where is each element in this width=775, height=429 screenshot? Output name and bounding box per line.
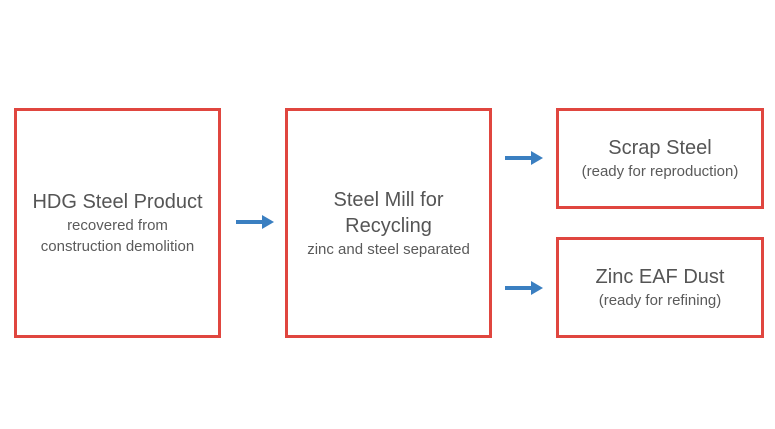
node-steel-mill: Steel Mill for Recycling zinc and steel … bbox=[285, 108, 492, 338]
arrow-right-icon bbox=[505, 281, 543, 295]
arrow-right-icon bbox=[505, 151, 543, 165]
arrow-shaft bbox=[236, 220, 264, 224]
node-zinc-title: Zinc EAF Dust bbox=[595, 266, 725, 288]
arrow-right-icon bbox=[236, 215, 274, 229]
node-scrap-subtitle: (ready for reproduction) bbox=[581, 163, 739, 180]
arrow-shaft bbox=[505, 286, 533, 290]
node-hdg-subtitle: recovered from construction demolition bbox=[40, 217, 195, 255]
arrow-head bbox=[531, 281, 543, 295]
arrow-head bbox=[531, 151, 543, 165]
node-zinc-eaf-dust: Zinc EAF Dust (ready for refining) bbox=[556, 237, 764, 338]
node-hdg-steel-product: HDG Steel Product recovered from constru… bbox=[14, 108, 221, 338]
node-scrap-title: Scrap Steel bbox=[608, 137, 712, 159]
arrow-shaft bbox=[505, 156, 533, 160]
node-hdg-title: HDG Steel Product bbox=[32, 191, 203, 213]
node-mill-title: Steel Mill for Recycling bbox=[333, 188, 444, 237]
node-mill-subtitle: zinc and steel separated bbox=[307, 240, 470, 258]
arrow-head bbox=[262, 215, 274, 229]
node-scrap-steel: Scrap Steel (ready for reproduction) bbox=[556, 108, 764, 209]
node-zinc-subtitle: (ready for refining) bbox=[598, 292, 722, 309]
